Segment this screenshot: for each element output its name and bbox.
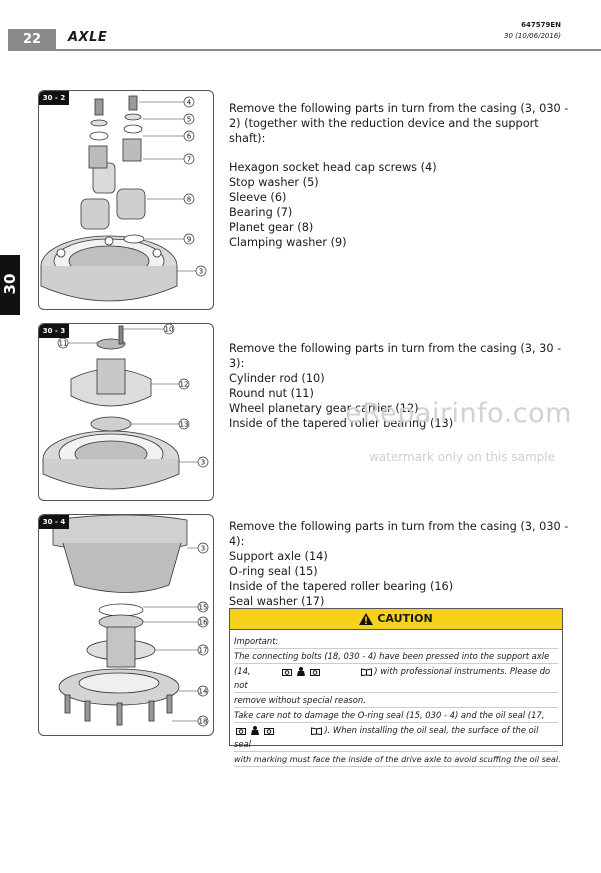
part-item: O-ring seal (15) [229, 565, 318, 578]
exploded-view-gear-carrier: 10 11 12 13 3 [42, 324, 209, 490]
caution-line: Take care not to damage the O-ring seal … [234, 708, 558, 723]
caution-line: remove without special reason. [234, 693, 558, 708]
figure-label: 30 - 3 [39, 324, 69, 338]
part-item: Sleeve (6) [229, 191, 287, 204]
callout-10: 10 [165, 326, 174, 334]
part-item: Round nut (11) [229, 387, 314, 400]
part-item: Wheel planetary gear carrier (12) [229, 402, 419, 415]
callout-13: 13 [180, 421, 189, 429]
caution-title: CAUTION [377, 612, 433, 625]
mechanic-icon [296, 667, 305, 676]
camera-icon [309, 668, 320, 676]
caution-line: ). When installing the oil seal, the sur… [234, 723, 558, 752]
callout-5: 5 [187, 116, 191, 124]
part-item: Clamping washer (9) [229, 236, 347, 249]
part-item: Bearing (7) [229, 206, 293, 219]
figure-label: 30 - 4 [39, 515, 69, 529]
section-lead: Remove the following parts in turn from … [229, 520, 569, 548]
document-id: 647579EN [521, 21, 561, 29]
figure-30-4: 3 15 16 17 14 18 30 - 4 [38, 514, 214, 736]
callout-3: 3 [201, 545, 205, 553]
watermark-main: eRepairinfo.com [345, 398, 572, 429]
caution-important: Important: [234, 634, 558, 649]
callout-6: 6 [187, 133, 192, 141]
callout-15: 15 [199, 604, 208, 612]
caution-header: CAUTION [230, 609, 562, 630]
figure-30-2: 4 5 6 7 8 9 3 30 - 2 [38, 90, 214, 310]
part-item: Inside of the tapered roller bearing (16… [229, 580, 454, 593]
part-item: Seal washer (17) [229, 595, 325, 608]
exploded-view-support-axle: 3 15 16 17 14 18 [52, 515, 209, 727]
section-title: AXLE [68, 30, 108, 45]
removal-steps-30-2: Remove the following parts in turn from … [229, 101, 569, 250]
callout-3: 3 [201, 459, 205, 467]
section-lead: Remove the following parts in turn from … [229, 102, 569, 145]
part-item: Inside of the tapered roller bearing (13… [229, 417, 454, 430]
mechanic-icon [251, 726, 259, 735]
callout-9: 9 [187, 236, 191, 244]
callout-4: 4 [187, 99, 192, 107]
watermark-sub: watermark only on this sample [369, 450, 556, 464]
chapter-tab-label: 30 [1, 273, 19, 295]
callout-14: 14 [199, 688, 208, 696]
part-item: Support axle (14) [229, 550, 328, 563]
caution-body: Important: The connecting bolts (18, 030… [230, 630, 562, 767]
caution-line: The connecting bolts (18, 030 - 4) have … [234, 649, 558, 664]
chapter-tab: 30 [0, 255, 20, 315]
warning-triangle-icon [359, 613, 374, 625]
callout-8: 8 [187, 196, 191, 204]
camera-icon [281, 668, 292, 676]
callout-16: 16 [199, 619, 208, 627]
camera-icon [236, 727, 246, 735]
page-number: 22 [8, 29, 56, 51]
camera-icon [264, 727, 274, 735]
book-icon [311, 726, 323, 735]
callout-17: 17 [199, 647, 208, 655]
part-item: Planet gear (8) [229, 221, 314, 234]
callout-7: 7 [187, 156, 191, 164]
part-item: Stop washer (5) [229, 176, 319, 189]
document-date: 30 (10/06/2016) [504, 32, 561, 40]
part-item: Hexagon socket head cap screws (4) [229, 161, 437, 174]
removal-steps-30-3: Remove the following parts in turn from … [229, 341, 569, 431]
caution-line: with marking must face the inside of the… [234, 752, 561, 767]
removal-steps-30-4: Remove the following parts in turn from … [229, 519, 569, 609]
callout-12: 12 [180, 381, 189, 389]
callout-3: 3 [199, 268, 203, 276]
page-header: 22 AXLE 647579EN 30 (10/06/2016) [0, 0, 601, 60]
callout-18: 18 [199, 718, 208, 726]
caution-box: CAUTION Important: The connecting bolts … [229, 608, 563, 767]
exploded-view-planetary-gears: 4 5 6 7 8 9 3 [40, 95, 207, 302]
section-lead: Remove the following parts in turn from … [229, 342, 562, 370]
caution-line: (14, ) with professional instruments. Pl… [234, 664, 558, 693]
header-rule [56, 49, 601, 51]
book-icon [361, 667, 373, 676]
figure-label: 30 - 2 [39, 91, 69, 105]
part-item: Cylinder rod (10) [229, 372, 325, 385]
callout-11: 11 [59, 340, 68, 348]
figure-30-3: 10 11 12 13 3 30 - 3 [38, 323, 214, 501]
